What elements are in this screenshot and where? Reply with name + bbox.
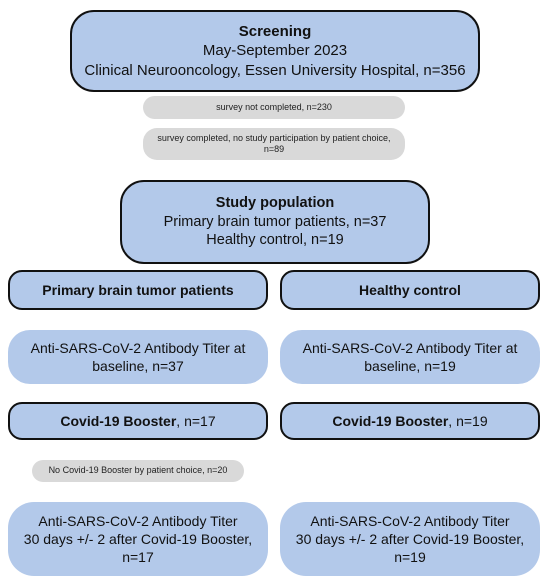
- group-header-patients: Primary brain tumor patients: [8, 270, 268, 310]
- followup-titer-patients-line2: 30 days +/- 2 after Covid-19 Booster,: [23, 530, 253, 547]
- booster-controls-label: Covid-19 Booster: [332, 412, 449, 429]
- group-header-controls-text: Healthy control: [359, 281, 461, 298]
- booster-patients-n: , n=17: [176, 412, 216, 429]
- study-population-box: Study population Primary brain tumor pat…: [120, 180, 430, 264]
- exclusion-survey-not-completed: survey not completed, n=230: [143, 96, 405, 119]
- screening-box: Screening May-September 2023 Clinical Ne…: [70, 10, 480, 92]
- followup-titer-controls: Anti-SARS-CoV-2 Antibody Titer 30 days +…: [280, 502, 540, 576]
- exclusion-no-participation: survey completed, no study participation…: [143, 128, 405, 160]
- screening-period: May-September 2023: [202, 42, 348, 60]
- baseline-titer-patients: Anti-SARS-CoV-2 Antibody Titer at baseli…: [8, 330, 268, 384]
- followup-titer-patients-line3: n=17: [122, 549, 154, 566]
- booster-controls-text: Covid-19 Booster, n=19: [332, 412, 487, 430]
- booster-controls: Covid-19 Booster, n=19: [280, 402, 540, 440]
- followup-titer-controls-line1: Anti-SARS-CoV-2 Antibody Titer: [310, 512, 510, 529]
- baseline-titer-controls-line1: Anti-SARS-CoV-2 Antibody Titer at: [302, 339, 518, 356]
- exclusion-no-participation-line2: n=89: [263, 144, 285, 154]
- followup-titer-patients: Anti-SARS-CoV-2 Antibody Titer 30 days +…: [8, 502, 268, 576]
- screening-title: Screening: [238, 22, 312, 40]
- booster-patients-text: Covid-19 Booster, n=17: [60, 412, 215, 430]
- screening-site: Clinical Neurooncology, Essen University…: [84, 61, 466, 79]
- followup-titer-controls-line3: n=19: [394, 549, 426, 566]
- no-booster-exclusion: No Covid-19 Booster by patient choice, n…: [32, 460, 244, 482]
- exclusion-no-participation-line1: survey completed, no study participation…: [157, 132, 391, 143]
- group-header-controls: Healthy control: [280, 270, 540, 310]
- booster-patients: Covid-19 Booster, n=17: [8, 402, 268, 440]
- study-population-patients: Primary brain tumor patients, n=37: [163, 213, 387, 230]
- group-header-patients-text: Primary brain tumor patients: [42, 281, 234, 298]
- followup-titer-patients-line1: Anti-SARS-CoV-2 Antibody Titer: [38, 512, 238, 529]
- baseline-titer-patients-line1: Anti-SARS-CoV-2 Antibody Titer at: [30, 339, 246, 356]
- exclusion-survey-not-completed-text: survey not completed, n=230: [216, 101, 332, 112]
- baseline-titer-controls-line2: baseline, n=19: [364, 358, 456, 374]
- baseline-titer-controls: Anti-SARS-CoV-2 Antibody Titer at baseli…: [280, 330, 540, 384]
- baseline-titer-patients-line2: baseline, n=37: [92, 358, 184, 374]
- no-booster-exclusion-text: No Covid-19 Booster by patient choice, n…: [48, 465, 228, 476]
- followup-titer-controls-line2: 30 days +/- 2 after Covid-19 Booster,: [295, 530, 525, 547]
- booster-controls-n: , n=19: [448, 412, 488, 429]
- study-population-controls: Healthy control, n=19: [206, 232, 344, 249]
- booster-patients-label: Covid-19 Booster: [60, 412, 177, 429]
- study-population-title: Study population: [215, 194, 335, 211]
